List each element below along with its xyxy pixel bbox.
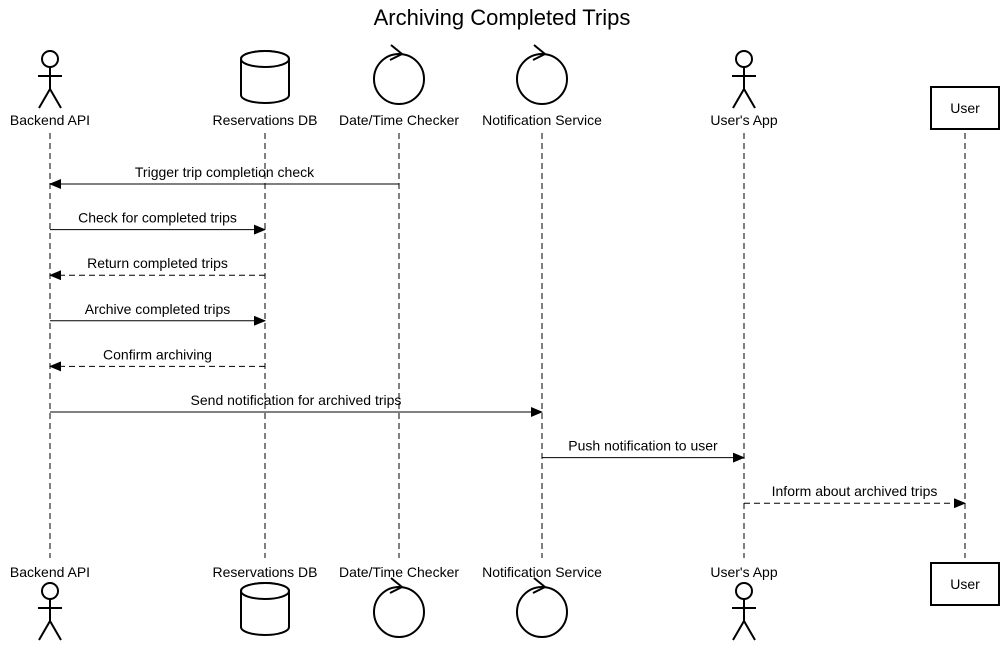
message-6: Send notification for archived trips: [50, 392, 543, 417]
participant-box-label: User: [950, 576, 980, 592]
control-icon-notif-bottom: [516, 577, 568, 638]
lifelines: [49, 133, 966, 558]
actor-icon-backend-top: [38, 50, 62, 109]
participant-label-app-bottom: User's App: [710, 564, 777, 580]
diagram-title: Archiving Completed Trips: [374, 5, 631, 30]
message-3: Return completed trips: [49, 255, 265, 281]
message-label: Return completed trips: [87, 255, 228, 271]
control-icon-checker-bottom: [373, 577, 425, 638]
message-8: Inform about archived trips: [744, 483, 966, 509]
participant-label-backend-bottom: Backend API: [10, 564, 90, 580]
message-label: Check for completed trips: [78, 210, 237, 226]
control-icon-notif-top: [516, 44, 568, 105]
participant-label-checker-top: Date/Time Checker: [339, 112, 459, 128]
actor-icon-app-top: [732, 50, 756, 109]
control-icon-checker-top: [373, 44, 425, 105]
participant-box-user-top: User: [930, 86, 1000, 130]
message-2: Check for completed trips: [50, 210, 266, 235]
actor-icon-app-bottom: [732, 582, 756, 641]
message-label: Trigger trip completion check: [135, 164, 315, 180]
message-label: Archive completed trips: [85, 301, 231, 317]
participant-label-backend-top: Backend API: [10, 112, 90, 128]
participant-label-db-top: Reservations DB: [212, 112, 317, 128]
message-label: Inform about archived trips: [772, 483, 938, 499]
participant-label-notif-bottom: Notification Service: [482, 564, 602, 580]
participant-box-label: User: [950, 100, 980, 116]
participant-label-checker-bottom: Date/Time Checker: [339, 564, 459, 580]
message-4: Archive completed trips: [50, 301, 266, 326]
message-label: Push notification to user: [568, 438, 718, 454]
participant-box-user-bottom: User: [930, 562, 1000, 606]
message-5: Confirm archiving: [49, 346, 265, 372]
message-7: Push notification to user: [542, 438, 745, 463]
database-icon-db-bottom: [240, 582, 290, 636]
message-1: Trigger trip completion check: [49, 164, 399, 189]
participants-bottom: Backend API Reservations DB Date/Time Chec…: [10, 562, 1000, 641]
participants-top: Backend API Reservations DB Date/Time Chec…: [10, 44, 1000, 130]
message-label: Confirm archiving: [103, 346, 212, 362]
participant-label-notif-top: Notification Service: [482, 112, 602, 128]
participant-label-app-top: User's App: [710, 112, 777, 128]
actor-icon-backend-bottom: [38, 582, 62, 641]
database-icon-db-top: [240, 50, 290, 104]
message-label: Send notification for archived trips: [191, 392, 402, 408]
participant-label-db-bottom: Reservations DB: [212, 564, 317, 580]
